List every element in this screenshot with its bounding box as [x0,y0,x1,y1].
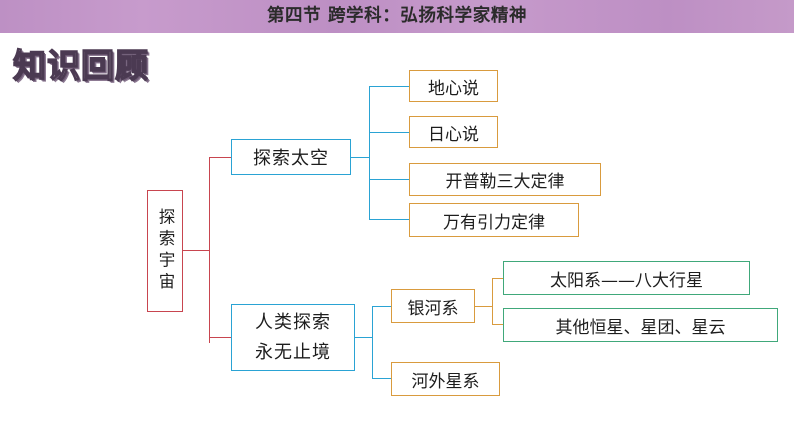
node-human-exploration-line1: 人类探索 [255,311,331,333]
node-human-exploration-line2: 永无止境 [255,341,331,363]
section-heading: 知识回顾 [12,45,149,85]
connector-human-bus [372,306,373,379]
node-explore-space[interactable]: 探索太空 [231,139,351,175]
page-title: 第四节 跨学科：弘扬科学家精神 [266,6,528,26]
connector-to-gravitation [369,219,410,220]
connector-to-extragalactic [372,378,392,379]
connector-to-human [209,337,232,338]
connector-to-other-stars [492,324,504,325]
connector-space-bus [369,86,370,220]
connector-root-to-bus [183,250,210,251]
connector-human-to-bus [355,337,373,338]
node-solar-system-eight-planets[interactable]: 太阳系——八大行星 [503,261,750,295]
connector-milkyway-bus [492,278,493,325]
connector-space-to-bus [351,157,370,158]
node-extragalactic-systems[interactable]: 河外星系 [391,362,500,396]
node-geocentrism[interactable]: 地心说 [409,70,498,102]
connector-to-space [209,157,232,158]
node-human-exploration-endless[interactable]: 人类探索 永无止境 [231,304,355,371]
connector-to-geocentrism [369,86,410,87]
title-band [0,0,794,33]
connector-milkyway-to-bus [475,306,493,307]
node-other-stars-clusters-nebulae[interactable]: 其他恒星、星团、星云 [503,308,778,342]
node-heliocentrism[interactable]: 日心说 [409,116,498,148]
connector-to-heliocentrism [369,132,410,133]
node-law-of-universal-gravitation[interactable]: 万有引力定律 [409,203,579,237]
connector-to-kepler-laws [369,179,410,180]
connector-to-solar-system [492,278,504,279]
node-explore-universe[interactable]: 探索宇宙 [147,190,183,312]
connector-to-milkyway [372,306,392,307]
connector-level1-bus [209,157,210,343]
node-kepler-three-laws[interactable]: 开普勒三大定律 [409,163,601,196]
node-milky-way[interactable]: 银河系 [391,289,475,323]
